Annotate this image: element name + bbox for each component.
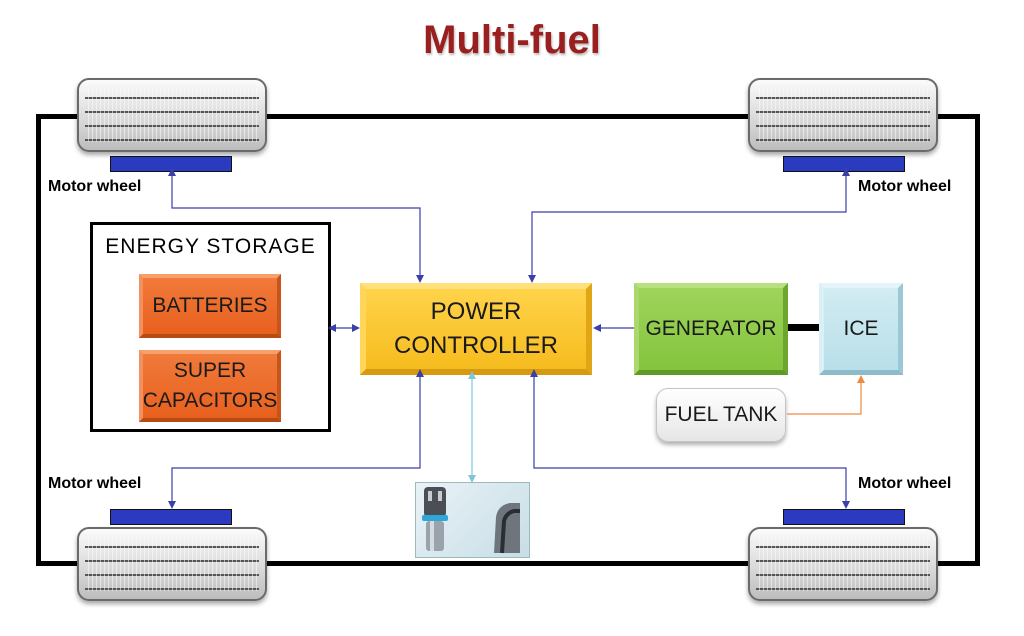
tire-front-left xyxy=(77,78,267,152)
batteries-box: BATTERIES xyxy=(139,274,281,338)
motor-rear-left xyxy=(110,509,232,525)
motor-wheel-label-front-right: Motor wheel xyxy=(858,178,952,195)
link-front-right-motor xyxy=(528,168,850,283)
charging-plug-icon xyxy=(422,487,520,554)
motor-wheel-label-rear-left: Motor wheel xyxy=(48,475,142,492)
power-controller-line2: CONTROLLER xyxy=(393,332,559,359)
vehicle-chassis xyxy=(36,114,980,566)
link-front-left-motor xyxy=(168,168,424,283)
motor-wheel-label-front-left: Motor wheel xyxy=(48,178,142,195)
ice-box: ICE xyxy=(819,283,903,375)
generator-label: GENERATOR xyxy=(645,317,777,340)
power-controller-line1: POWER xyxy=(430,298,522,325)
charging-plug-photo xyxy=(415,482,530,558)
link-rear-left-motor xyxy=(168,369,424,509)
page-title: Multi-fuel xyxy=(423,18,601,62)
tire-rear-right xyxy=(748,527,938,601)
batteries-label: BATTERIES xyxy=(152,294,268,317)
ice-label: ICE xyxy=(843,317,879,340)
link-rear-right-motor xyxy=(530,369,850,509)
tire-front-right xyxy=(748,78,938,152)
motor-rear-right xyxy=(783,509,905,525)
link-fuel-tank-ice xyxy=(787,375,865,415)
generator-ice-shaft xyxy=(788,324,819,331)
power-controller-box: POWER CONTROLLER xyxy=(360,283,592,375)
tire-rear-left xyxy=(77,527,267,601)
motor-wheel-label-rear-right: Motor wheel xyxy=(858,475,952,492)
